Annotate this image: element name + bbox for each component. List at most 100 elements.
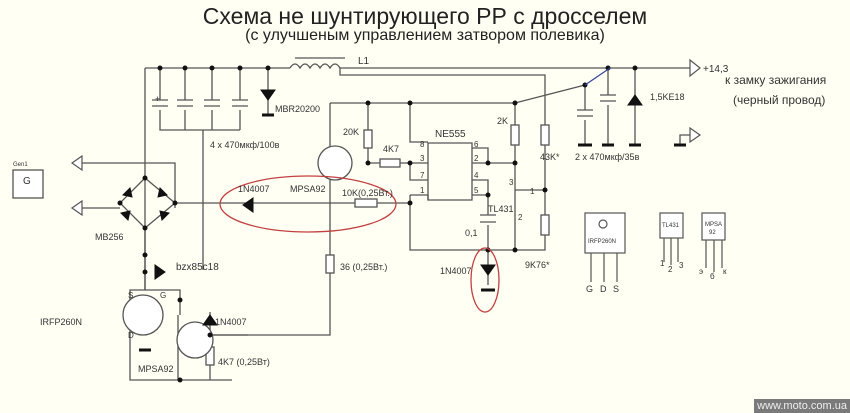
label-diode-bottom: 1N4007 xyxy=(440,266,472,276)
label-mosfet-s: S xyxy=(128,291,133,300)
pkg-mpsa92-label-2: 92 xyxy=(709,230,716,236)
label-input-caps: 4 x 470мкф/100в xyxy=(210,140,280,150)
highlight-ellipse-2 xyxy=(470,247,500,313)
pkg-tl431-pin-1: 1 xyxy=(660,259,665,268)
label-zener: bzx85c18 xyxy=(176,262,219,273)
pkg-tl431-label: TL431 xyxy=(662,223,680,229)
wire-generator xyxy=(82,162,176,209)
wire-feedback xyxy=(514,103,546,251)
diagram-title: Схема не шунтирующего РР с дросселем xyxy=(202,3,648,29)
zener-bzx85c18 xyxy=(154,264,166,280)
tl431-pin-1: 1 xyxy=(530,187,535,196)
label-tvs: 1,5KE18 xyxy=(650,92,685,102)
output-terminal-arrow xyxy=(689,58,701,78)
label-output-voltage: +14,3 xyxy=(703,64,729,75)
pkg-irfp260n xyxy=(584,212,626,254)
label-r-20k: 20K xyxy=(343,127,359,137)
pkg-irfp260n-pin-g: G xyxy=(586,284,593,294)
pkg-leads xyxy=(590,238,723,282)
ground-terminal-arrow xyxy=(689,126,702,144)
watermark: www.moto.com.ua xyxy=(754,399,850,413)
ne555-body xyxy=(427,142,473,201)
pkg-mpsa92-label-1: MPSA xyxy=(705,222,722,228)
label-cap-01: 0,1 xyxy=(465,228,478,238)
label-transistor-top: MPSA92 xyxy=(290,184,326,194)
pkg-irfp260n-hole xyxy=(598,219,608,229)
label-schottky: MBR20200 xyxy=(275,104,320,114)
label-ignition-1: к замку зажигания xyxy=(725,73,826,87)
label-r-10k: 10K(0,25Вт.) xyxy=(342,188,393,198)
resistor-36 xyxy=(325,254,335,274)
ne555-pin-3: 3 xyxy=(420,154,425,163)
label-r-4k7-gate: 4K7 (0,25Вт) xyxy=(218,357,270,367)
pkg-irfp260n-pin-s: S xyxy=(613,284,619,294)
transistor-top xyxy=(317,145,353,181)
pkg-irfp260n-pin-d: D xyxy=(600,284,607,294)
ne555-pin-1: 1 xyxy=(420,186,425,195)
label-diode-top: 1N4007 xyxy=(238,184,270,194)
tvs-1-5ke18 xyxy=(627,94,643,106)
cap-plus-signs: + xyxy=(155,94,160,104)
ne555-pin-4: 4 xyxy=(474,171,479,180)
wire-ne555-right xyxy=(472,147,515,250)
ne555-pin-8: 8 xyxy=(420,140,425,149)
wire-internal-rail xyxy=(330,84,586,104)
wire-blue-link xyxy=(584,67,611,86)
diode-1n4007-top xyxy=(242,197,254,213)
ne555-pin-7: 7 xyxy=(420,171,425,180)
gen-terminal-1 xyxy=(70,154,83,172)
wire-ground-out xyxy=(679,134,690,145)
resistor-10k xyxy=(354,198,378,208)
diode-mbr20200 xyxy=(260,89,276,101)
input-caps-wires xyxy=(159,68,241,131)
diode-1n4007-gate xyxy=(202,314,218,326)
label-r-2k: 2K xyxy=(497,116,508,126)
label-generator-symbol: G xyxy=(23,176,31,187)
pkg-mpsa92-pin-b: б xyxy=(710,272,715,281)
label-output-caps: 2 x 470мкф/35в xyxy=(575,152,640,162)
highlight-ellipse-1 xyxy=(219,175,397,233)
label-r-9k76: 9K76* xyxy=(525,260,550,270)
ne555-pin-6: 6 xyxy=(474,140,479,149)
label-mosfet-g: G xyxy=(160,291,166,300)
label-generator: Gen1 xyxy=(13,162,28,168)
diode-1n4007-bottom xyxy=(480,264,496,276)
wire-upper-transistor xyxy=(210,103,331,336)
pkg-tl431-pin-3: 3 xyxy=(679,261,684,270)
label-mosfet: IRFP260N xyxy=(40,317,82,327)
tl431-pin-3: 3 xyxy=(509,178,514,187)
ne555-pin-5: 5 xyxy=(474,186,479,195)
bridge-diodes xyxy=(120,187,170,221)
generator-box xyxy=(12,169,44,199)
label-r-4k7: 4K7 xyxy=(383,144,399,154)
resistor-20k xyxy=(363,129,373,149)
pkg-mpsa92-pin-e: э xyxy=(699,267,703,276)
pkg-irfp260n-label: IRFP260N xyxy=(588,239,616,245)
wire-20k-4k7 xyxy=(367,103,410,164)
input-caps-plates xyxy=(152,99,248,107)
output-caps-wires xyxy=(584,68,636,145)
output-caps-plates xyxy=(577,94,616,117)
label-mosfet-d: D xyxy=(128,331,134,340)
mosfet-irfp260n xyxy=(122,294,164,336)
cap-01-plates xyxy=(480,214,496,223)
label-ne555: NE555 xyxy=(435,129,466,140)
label-tl431: TL431 xyxy=(488,204,514,214)
transistor-bottom xyxy=(176,321,214,359)
ne555-pin-2: 2 xyxy=(474,154,479,163)
pkg-mpsa92-pin-k: к xyxy=(723,267,727,276)
diagram-subtitle: (с улучшеным управлением затвором полеви… xyxy=(245,27,605,44)
resistor-4k7 xyxy=(379,158,401,168)
label-r-36: 36 (0,25Вт.) xyxy=(340,262,387,272)
inductor-l1 xyxy=(289,63,341,70)
resistor-9k76 xyxy=(540,214,550,236)
pkg-tl431-pin-2: 2 xyxy=(668,265,673,274)
wire-inductor-tap xyxy=(339,68,546,130)
resistor-2k xyxy=(510,124,520,146)
tl431-pin-2: 2 xyxy=(518,213,523,222)
gen-terminal-2 xyxy=(70,199,83,217)
label-l1: L1 xyxy=(358,56,370,67)
wire-ne555-left xyxy=(409,103,515,251)
label-transistor-bottom: MPSA92 xyxy=(138,364,174,374)
